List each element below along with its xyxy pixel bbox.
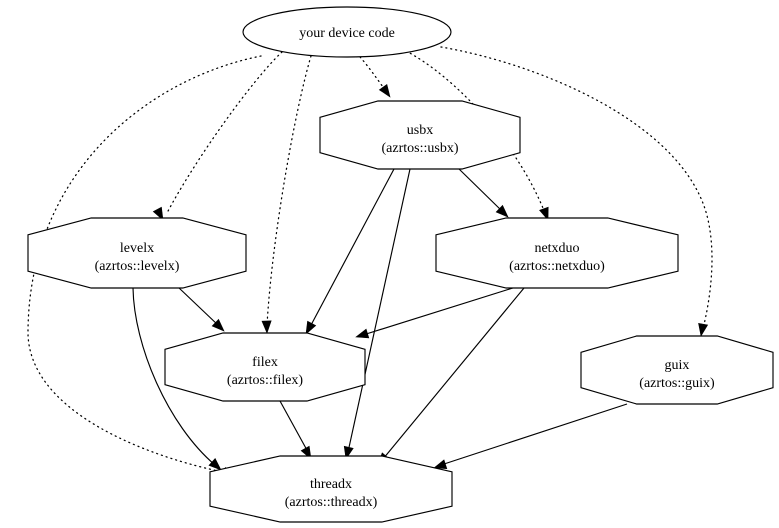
node-octagon[interactable] [27,217,247,289]
edge-line [266,55,312,326]
node-netxduo[interactable]: netxduo(azrtos::netxduo) [435,217,679,289]
arrow-head [152,206,164,221]
edge-line [440,46,713,330]
arrow-head [698,323,709,337]
node-label-name: netxduo [534,241,579,256]
edge-line [132,287,216,466]
edge-usbx-to-threadx [343,168,411,460]
arrow-head [211,318,225,332]
node-label-namespace: (azrtos::netxduo) [509,259,605,274]
node-label-namespace: (azrtos::filex) [227,373,304,388]
edge-device-to-guix [440,46,713,337]
node-device[interactable]: your device code [242,6,452,58]
edge-line [382,287,525,460]
edge-usbx-to-filex [305,168,395,335]
node-label-namespace: (azrtos::usbx) [382,141,459,156]
edge-line [359,56,387,92]
edge-line [362,286,517,336]
node-filex[interactable]: filex(azrtos::filex) [164,332,366,402]
edge-guix-to-threadx [433,403,628,469]
node-levelx[interactable]: levelx(azrtos::levelx) [27,217,247,289]
edge-usbx-to-netxduo [457,167,509,218]
edge-levelx-to-threadx [132,287,222,471]
arrow-head [495,204,509,218]
node-octagon[interactable] [580,335,774,405]
edge-filex-to-threadx [279,400,312,460]
edge-netxduo-to-filex [355,286,517,339]
edge-device-to-levelx [152,51,283,221]
node-ellipse[interactable] [242,6,452,58]
arrow-head [305,320,317,335]
arrow-head [355,328,370,339]
node-usbx[interactable]: usbx(azrtos::usbx) [319,100,521,170]
arrow-head [378,84,391,98]
node-label-name: your device code [299,26,395,41]
arrow-head [261,320,272,334]
edge-line [440,403,628,466]
node-label-name: levelx [120,241,154,256]
node-guix[interactable]: guix(azrtos::guix) [580,335,774,405]
node-label-name: guix [665,358,690,373]
edge-device-to-filex [261,55,312,334]
edge-device-to-usbx [359,56,391,98]
node-label-name: threadx [310,477,352,492]
edge-line [177,286,220,327]
edge-line [27,55,262,474]
node-octagon[interactable] [319,100,521,170]
node-octagon[interactable] [435,217,679,289]
arrow-head [539,206,549,221]
node-label-namespace: (azrtos::guix) [639,376,715,391]
arrow-head [208,458,222,471]
nodes-layer: your device codeusbx(azrtos::usbx)levelx… [27,6,774,523]
node-octagon[interactable] [164,332,366,402]
node-label-name: filex [252,355,278,370]
node-threadx[interactable]: threadx(azrtos::threadx) [209,455,453,523]
node-label-name: usbx [407,123,433,138]
edge-levelx-to-filex [177,286,225,332]
node-label-namespace: (azrtos::threadx) [285,495,378,510]
edge-line [457,167,504,213]
edge-line [347,168,411,453]
edge-line [166,51,283,214]
edges-layer [27,46,713,477]
edge-netxduo-to-threadx [377,287,525,466]
arrow-head [433,459,448,469]
node-label-namespace: (azrtos::levelx) [95,259,180,274]
edge-line [405,50,546,214]
edge-line [309,168,395,328]
edge-device-to-netxduo [405,50,549,221]
edge-line [279,400,309,453]
node-octagon[interactable] [209,455,453,523]
